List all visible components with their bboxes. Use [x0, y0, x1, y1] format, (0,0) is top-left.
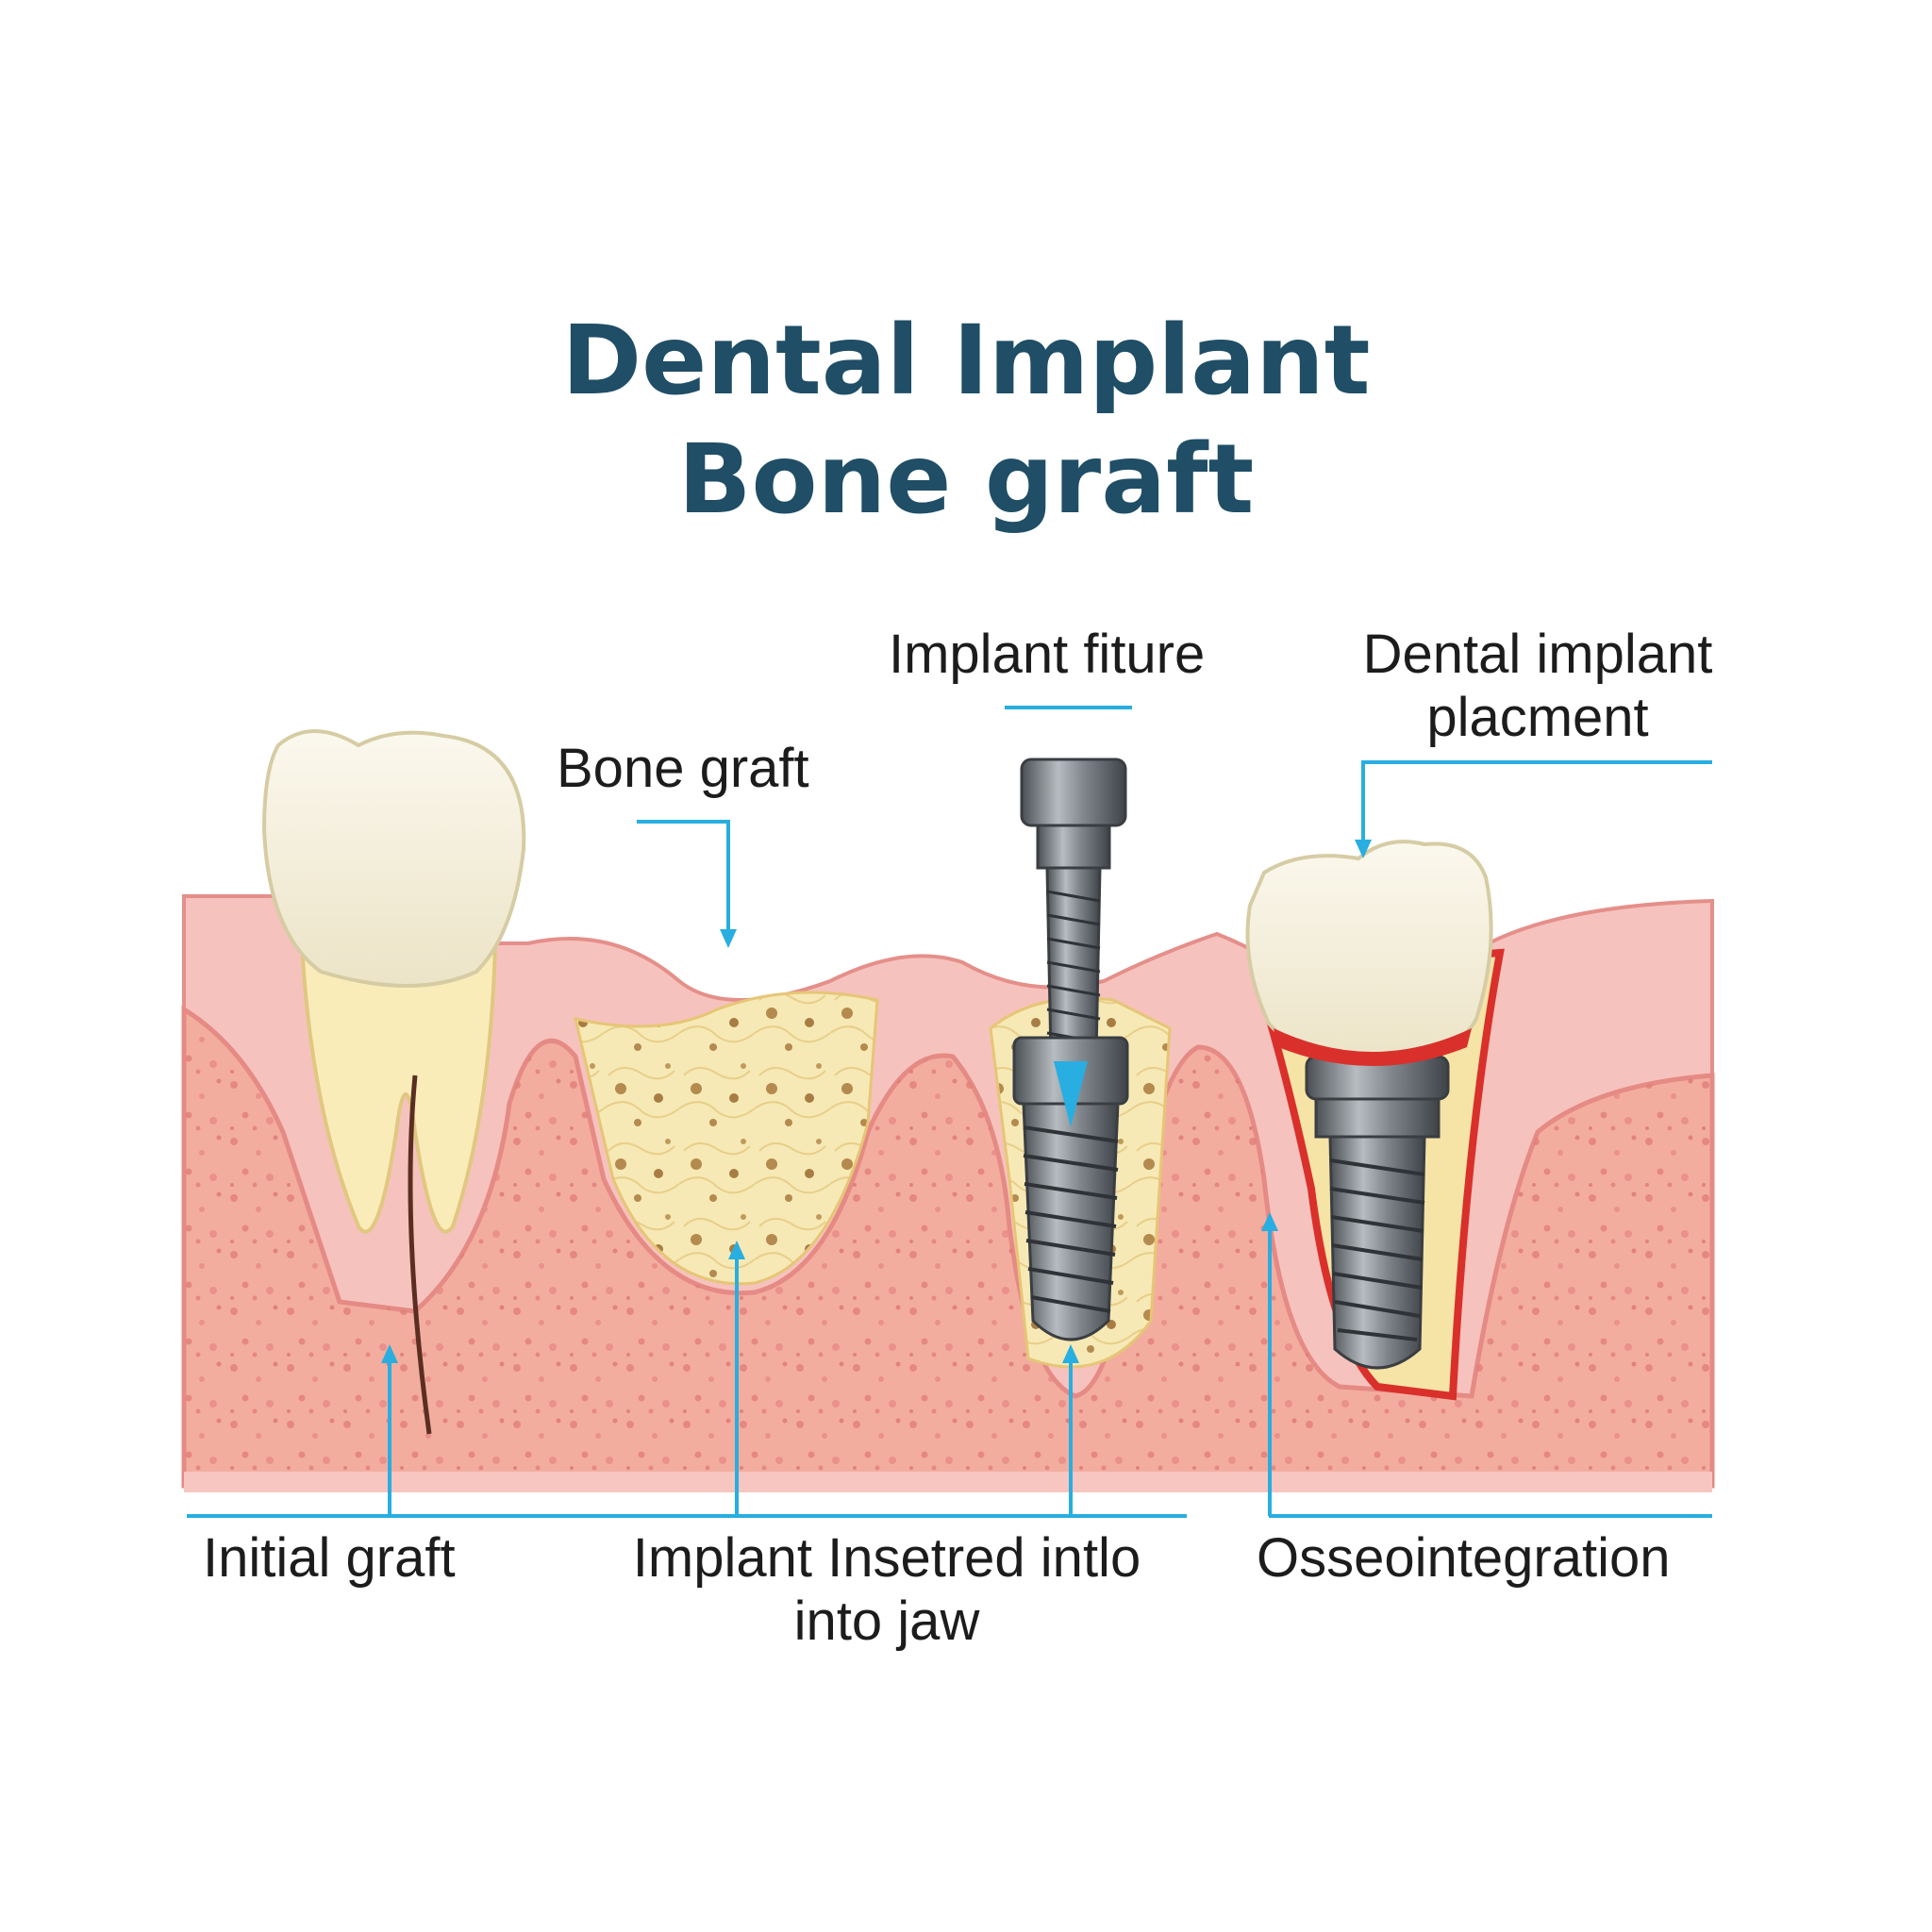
label-dental-implant-placement: Dental implant placment — [1321, 624, 1755, 749]
implant-fixture-illustration — [989, 758, 1172, 1369]
label-implant-fixture: Implant fiture — [889, 624, 1206, 685]
label-dental-implant-placement-line-1: Dental implant — [1362, 624, 1713, 685]
label-implant-inserted: Implant Insetred intlo into jaw — [566, 1527, 1208, 1653]
diagram-title-line-1: Dental Implant — [561, 305, 1371, 417]
label-implant-inserted-line-2: into jaw — [793, 1590, 980, 1652]
label-implant-inserted-line-1: Implant Insetred intlo — [632, 1527, 1141, 1589]
natural-tooth — [261, 729, 526, 1435]
label-dental-implant-placement-line-2: placment — [1426, 686, 1649, 748]
label-bone-graft: Bone graft — [557, 738, 809, 799]
placed-implant-with-crown — [1245, 840, 1505, 1401]
label-initial-graft: Initial graft — [203, 1527, 456, 1589]
label-osseointegration: Osseointegration — [1257, 1527, 1671, 1589]
diagram-title-line-2: Bone graft — [677, 424, 1255, 536]
leader-lines — [187, 706, 1712, 1518]
bone-graft-region — [573, 991, 879, 1286]
